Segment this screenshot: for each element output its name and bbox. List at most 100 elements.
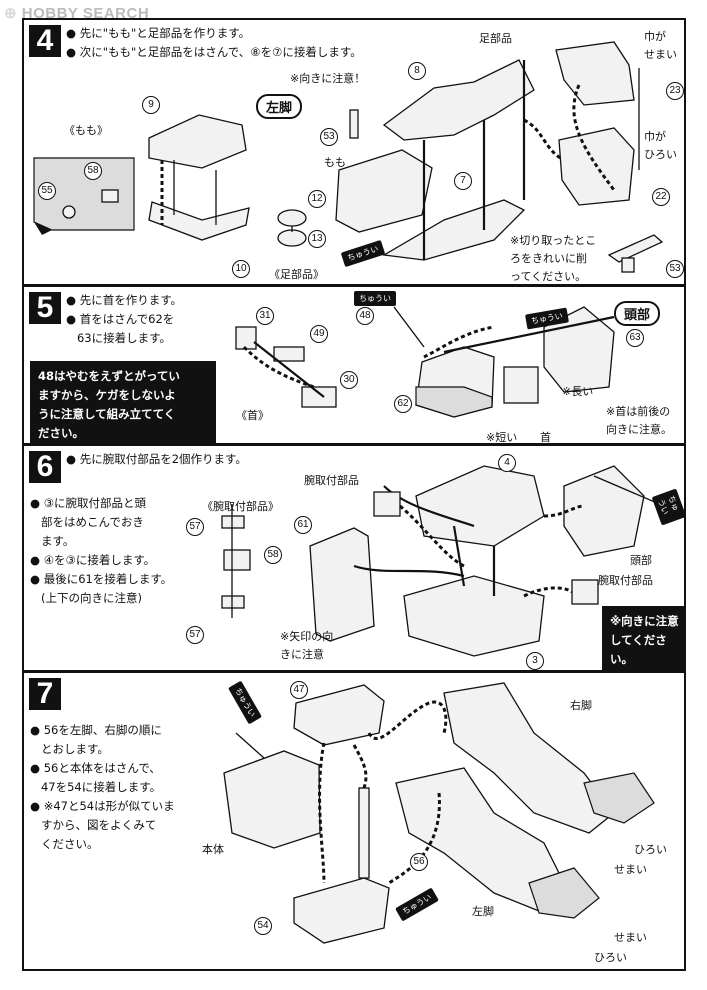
instruction-item: ● 先に"もも"と足部品を作ります。 [66,26,251,40]
instruction-item: ● 次に"もも"と足部品をはさんで、⑧を⑦に接着します。 [66,45,362,59]
part-number: 13 [308,230,326,248]
instruction-item: ● 56を左脚、右脚の順に [30,723,162,737]
part-number: 3 [526,652,544,670]
instruction-item: すから、図をよくみて [40,818,157,832]
step-5-diagram [235,306,615,418]
part-number: 54 [254,917,272,935]
orientation-caution-box: ※向きに注意 してくださ い。 [602,606,684,675]
instruction-item: ● ③に腕取付部品と頭 [30,496,147,510]
instruction-item: ● 首をはさんで62を [66,312,175,326]
arrow-direction-note: ※矢印の向 きに注意 [280,630,334,661]
caution-tag: ちゅうい [354,291,396,306]
part-number: 61 [294,516,312,534]
wide-label-lower: ひろい [594,951,627,964]
part-number: 30 [340,371,358,389]
arm-mount-bracket-label: 《腕取付部品》 [202,500,279,513]
step-5-section: 5 ● 先に首を作ります。 ● 首をはさんで62を 63に接着します。 48はや… [22,285,686,449]
part-4-shape [415,465,545,547]
part-23-shape [555,41,635,106]
wide-label-upper: ひろい [634,843,667,856]
body-shape [223,750,321,849]
part-number: 56 [410,853,428,871]
step-4-section: 4 ● 先に"もも"と足部品を作ります。 ● 次に"もも"と足部品をはさんで、⑧… [22,18,686,286]
part-61-shape [309,527,375,642]
part-3-shape [403,575,545,657]
foot-parts-label: 足部品 [479,32,512,45]
arm-mount-label-right: 腕取付部品 [598,574,653,587]
step-4-diagram [33,41,664,273]
part-number: 4 [498,454,516,472]
part-number: 49 [310,325,328,343]
step-instructions: ● 先に"もも"と足部品を作ります。 ● 次に"もも"と足部品をはさんで、⑧を⑦… [66,24,362,62]
part-number: 63 [626,329,644,347]
part-number: 57 [186,626,204,644]
step-number: 7 [29,678,61,710]
step-6-section: 6 ● 先に腕取付部品を2個作ります。 ● ③に腕取付部品と頭 部をはめこんでお… [22,444,687,675]
part-number: 7 [454,172,472,190]
part-number: 58 [84,162,102,180]
part-number: 9 [142,96,160,114]
momo-shape [335,149,433,233]
narrow-width-label: 巾が せまい [644,30,677,61]
detail-inset [33,157,135,231]
step-number: 6 [29,451,61,483]
part-number: 62 [394,395,412,413]
momo-bracket-label: 《もも》 [64,124,108,137]
instruction-item: ● 先に首を作ります。 [66,293,183,307]
instruction-item: (上下の向きに注意) [40,591,142,605]
instruction-item: ● ④を③に接着します。 [30,553,156,567]
neck-label: 首 [540,431,551,444]
instruction-item: 47を54に接着します。 [40,780,162,794]
part-8-shape [382,59,535,141]
part-number: 53 [666,260,684,278]
safety-warning: 48はやむをえずとがってい ますから、ケガをしないよ うに注意して組み立ててく … [30,361,216,449]
watermark-text: HOBBY SEARCH [21,5,150,22]
watermark-logo: ⊕ [4,5,18,22]
part-number: 31 [256,307,274,325]
arm-mount-label-top: 腕取付部品 [304,474,359,487]
body-label: 本体 [202,843,224,856]
part-58-shape [101,189,119,203]
foot-parts-bracket-label: 《足部品》 [269,268,324,281]
momo-label: もも [324,156,346,169]
part-10-shape [148,201,250,241]
left-leg-label: 左脚 [472,905,494,918]
neck-bracket-label: 《首》 [236,409,269,422]
step-instructions: ● 56を左脚、右脚の順に とおします。 ● 56と本体をはさんで、 47を54… [30,721,175,854]
short-label: ※短い [486,431,518,444]
orientation-caution-label: ※向きに注意！ [290,72,366,85]
long-label: ※長い [562,385,594,398]
neck-orientation-note: ※首は前後の 向きに注意。 [606,405,672,436]
watermark: ⊕ HOBBY SEARCH [4,4,149,22]
head-label: 頭部 [614,301,661,326]
narrow-label-upper: せまい [614,863,647,876]
step-instructions-detail: ● ③に腕取付部品と頭 部をはめこんでおき ます。 ● ④を③に接着します。 ●… [30,494,172,608]
step-number: 4 [29,25,61,57]
step-7-section: 7 ● 56を左脚、右脚の順に とおします。 ● 56と本体をはさんで、 47を… [22,671,686,971]
wide-width-label: 巾が ひろい [644,130,677,161]
head-assembly-shape [563,465,645,557]
instruction-item: ください。 [40,837,99,851]
part-47-shape [293,684,385,746]
part-54-shape [293,877,390,944]
part-number: 48 [356,307,374,325]
narrow-label-lower: せまい [614,931,647,944]
part-number: 8 [408,62,426,80]
part-number: 58 [264,546,282,564]
part-number: 57 [186,518,204,536]
step-instructions: ● 先に首を作ります。 ● 首をはさんで62を 63に接着します。 [66,291,182,348]
left-leg-label: 左脚 [256,94,303,119]
instruction-item: ● ※47と54は形が似ていま [30,799,175,813]
part-number: 53 [320,128,338,146]
instruction-item: ● 最後に61を接着します。 [30,572,173,586]
instruction-item: とおします。 [40,742,109,756]
part-number: 10 [232,260,250,278]
head-label: 頭部 [630,554,652,567]
instruction-item: 63に接着します。 [76,331,171,345]
instruction-item: ● 56と本体をはさんで、 [30,761,161,775]
right-leg-label: 右脚 [570,699,592,712]
part-number: 47 [290,681,308,699]
step-6-diagram [221,465,665,657]
instruction-item: ● 先に腕取付部品を2個作ります。 [66,452,247,466]
part-number: 23 [666,82,684,100]
